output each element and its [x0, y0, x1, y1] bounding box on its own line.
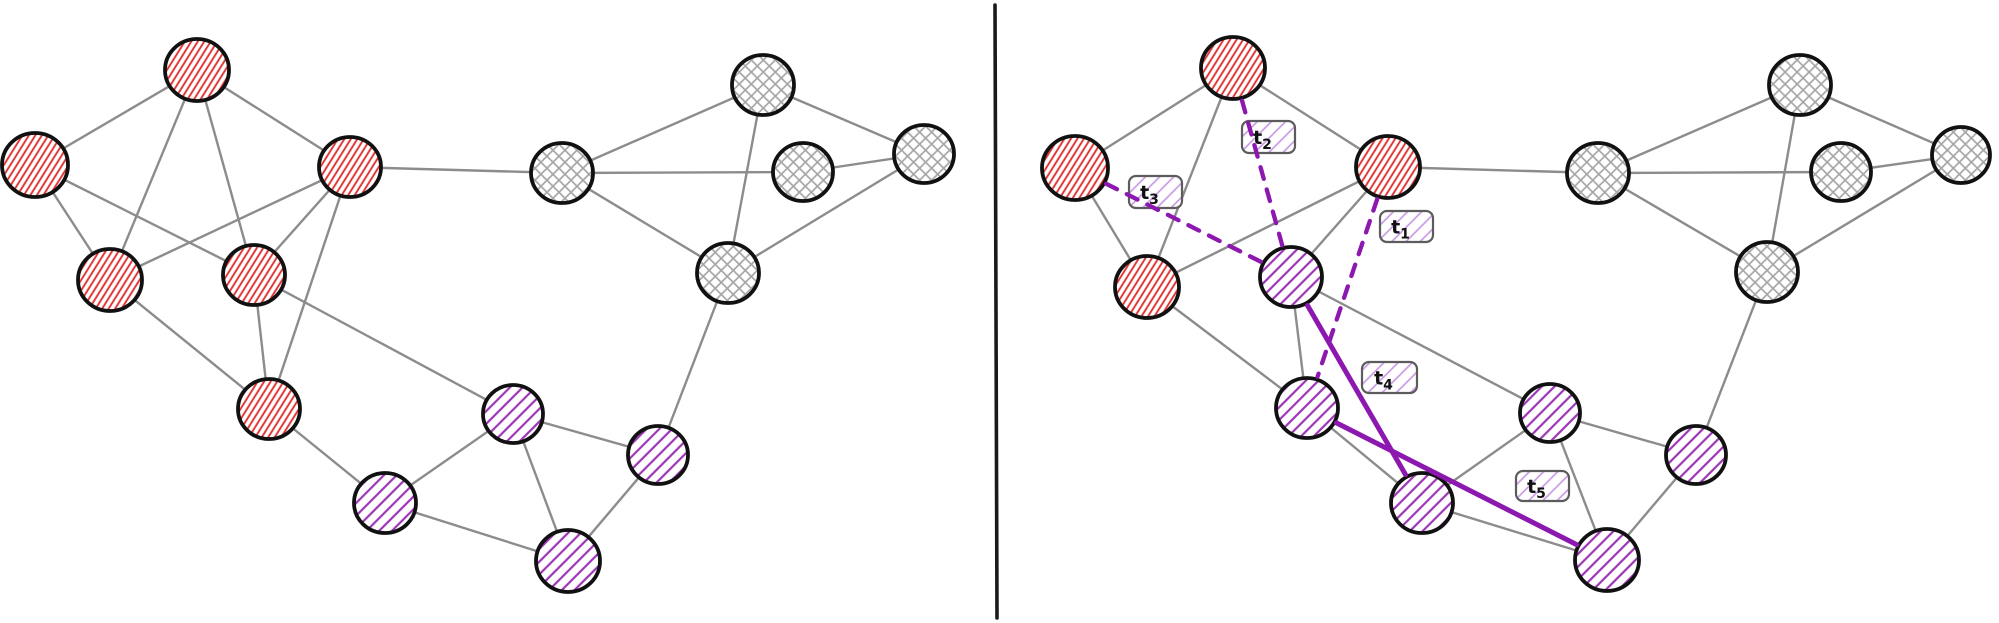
label-t5-text: t5 [1527, 476, 1546, 502]
node-F-purple [1274, 376, 1340, 440]
node-GM-gray [771, 141, 835, 203]
transition-edge-t2-A-E [1239, 98, 1285, 248]
node-PL-purple [352, 471, 418, 535]
edge-E-P1 [1290, 275, 1551, 415]
label-t2-text: t2 [1253, 127, 1272, 153]
edge-GL-GT [561, 83, 764, 175]
edge-C-F [267, 166, 352, 410]
edge-C-D [1146, 165, 1389, 289]
node-E-purple [1258, 245, 1324, 309]
node-A-red [163, 37, 231, 103]
edge-E-P1 [253, 273, 514, 416]
edge-PR-GB [656, 272, 730, 456]
node-GB-gray [695, 241, 761, 305]
node-P1-purple [481, 383, 545, 445]
edge-A-E [195, 69, 256, 276]
transition-edge-t4-E-PL [1305, 303, 1408, 477]
edge-B-E [34, 163, 255, 277]
edge-C-GL [349, 165, 563, 175]
node-GR-gray [1930, 125, 1992, 185]
edge-D-F [109, 279, 270, 410]
node-PB-purple [1573, 527, 1641, 593]
node-C-red [317, 135, 383, 199]
edge-C-D [109, 165, 351, 282]
node-GR-gray [892, 123, 956, 185]
transition-edge-t5-F-PB [1333, 420, 1580, 548]
label-t1-text: t1 [1391, 217, 1410, 243]
edge-A-D [108, 69, 199, 281]
node-D-red [76, 247, 144, 313]
graph-before-panel [0, 37, 956, 594]
node-P1-purple [1518, 382, 1582, 444]
edge-C-GL [1387, 165, 1599, 175]
label-t1-box [1378, 209, 1435, 244]
node-PL-purple [1389, 471, 1455, 535]
transition-edge-t3-B-E [1104, 181, 1264, 265]
edge-A-D [1145, 67, 1235, 288]
node-GT-gray [1767, 53, 1833, 117]
node-PR-purple [1664, 424, 1728, 486]
node-GL-gray [1565, 141, 1631, 205]
label-t5-box [1514, 469, 1571, 503]
node-PB-purple [534, 528, 602, 594]
edge-GL-GT [1597, 83, 1801, 175]
node-GB-gray [1734, 240, 1800, 304]
edge-GB-GR [1766, 153, 1962, 274]
label-t4-text: t4 [1374, 368, 1393, 394]
edge-GL-GM [561, 170, 804, 175]
node-B-red [0, 131, 70, 199]
node-C-red [1354, 134, 1422, 200]
edge-GL-GM [1597, 170, 1842, 175]
node-F-red [236, 377, 302, 441]
transition-edge-t1-C-F [1315, 197, 1380, 379]
edge-PR-GB [1694, 271, 1769, 456]
label-t3-text: t3 [1140, 182, 1159, 208]
node-PR-purple [626, 424, 690, 486]
graph-after-panel: t1 t2 t3 t4 t5 [1040, 35, 1992, 593]
node-B-red [1040, 134, 1110, 202]
node-GM-gray [1809, 141, 1873, 203]
node-GT-gray [730, 53, 796, 117]
node-A-red [1199, 35, 1267, 101]
node-D-red [1113, 254, 1181, 320]
node-GL-gray [529, 141, 595, 205]
label-t4-box [1360, 360, 1419, 395]
edge-GB-GR [727, 152, 925, 275]
node-E-red [221, 243, 287, 307]
panel-divider [993, 3, 999, 620]
